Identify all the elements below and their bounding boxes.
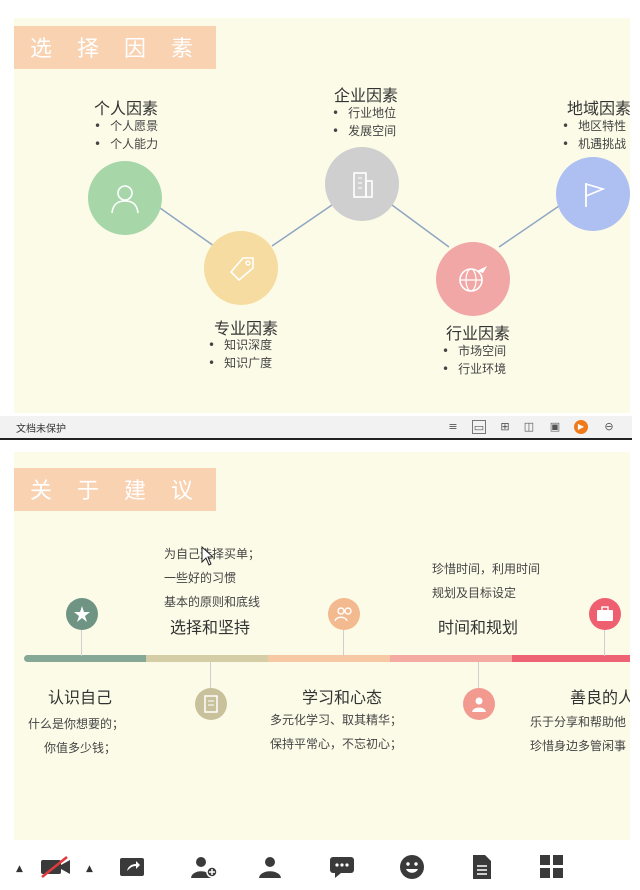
factor-bullets-industry: 市场空间 行业环境 [442, 342, 506, 378]
group-icon [328, 598, 360, 630]
text-line: 珍惜时间，利用时间 [432, 562, 541, 576]
text-line: 为自己选择买单； [164, 547, 261, 561]
text-line: 多元化学习、取其精华； [270, 713, 403, 727]
document-icon [195, 688, 227, 720]
sorter-view-icon[interactable]: ⊞ [500, 420, 510, 433]
chat-icon[interactable] [328, 854, 356, 880]
mouse-cursor-icon [201, 546, 215, 566]
step-text-time: 珍惜时间，利用时间 规划及目标设定 [432, 557, 540, 605]
step-text-learning: 多元化学习、取其精华； 保持平常心，不忘初心； [270, 708, 402, 756]
step-text-know-yourself: 什么是你想要的； 你值多少钱； [28, 712, 124, 760]
globe-plane-icon [436, 242, 510, 316]
zoom-out-icon[interactable]: ⊖ [604, 420, 614, 433]
star-icon [66, 598, 98, 630]
participants-icon[interactable] [256, 854, 284, 880]
step-title-know-yourself: 认识自己 [48, 688, 113, 707]
step-title-time: 时间和规划 [438, 618, 519, 637]
text-line: 什么是你想要的； [28, 717, 125, 731]
caret-up-icon[interactable]: ▲ [16, 864, 23, 874]
step-title-learning: 学习和心态 [302, 688, 383, 707]
slide-suggestions: 关 于 建 议 认识自己 什么是你想要的； 你值多少钱； 为自己选择买单； 一些… [14, 452, 630, 840]
flag-icon [556, 157, 630, 231]
factor-bullets-enterprise: 行业地位 发展空间 [332, 104, 396, 140]
slide-selection-factors: 选 择 因 素 个人因素 个人愿景 个人能力 专业因素 知识深度 知识广度 企业… [14, 18, 630, 413]
factor-bullets-region: 地区特性 机遇挑战 [562, 117, 626, 153]
bullet-item: 行业环境 [442, 360, 506, 378]
bullet-item: 知识广度 [208, 354, 272, 372]
factor-title-professional: 专业因素 [214, 319, 279, 338]
step-title-kindness: 善良的人 [570, 688, 630, 707]
normal-view-icon[interactable]: ▭ [472, 420, 486, 434]
presenter-user-icon [463, 688, 495, 720]
bullet-item: 地区特性 [562, 117, 626, 135]
factor-title-region: 地域因素 [567, 99, 630, 118]
factor-title-industry: 行业因素 [446, 324, 511, 343]
protection-status: 文档未保护 [16, 424, 66, 435]
bullet-item: 个人愿景 [94, 117, 158, 135]
bullet-item: 个人能力 [94, 135, 158, 153]
meeting-toolbar: ▲ ▲ [0, 844, 640, 890]
bullet-item: 知识深度 [208, 336, 272, 354]
text-line: 你值多少钱； [44, 741, 117, 755]
slide-title: 关 于 建 议 [14, 468, 216, 511]
video-off-icon[interactable] [38, 854, 74, 880]
apps-icon[interactable] [538, 854, 566, 880]
factor-bullets-personal: 个人愿景 个人能力 [94, 117, 158, 153]
text-line: 乐于分享和帮助他 [530, 715, 627, 729]
bullet-item: 市场空间 [442, 342, 506, 360]
text-line: 规划及目标设定 [432, 586, 517, 600]
step-title-choice: 选择和坚持 [170, 618, 251, 637]
timeline-segment [24, 655, 146, 662]
person-icon [88, 161, 162, 235]
invite-icon[interactable] [190, 854, 218, 880]
play-icon[interactable]: ▶ [574, 420, 588, 434]
factor-bullets-professional: 知识深度 知识广度 [208, 336, 272, 372]
factor-title-enterprise: 企业因素 [334, 86, 399, 105]
notes-doc-icon[interactable] [468, 854, 496, 880]
bullet-item: 机遇挑战 [562, 135, 626, 153]
timeline-segment [268, 655, 390, 662]
building-icon [325, 147, 399, 221]
connector [81, 628, 82, 656]
connector [210, 662, 211, 690]
text-line: 基本的原则和底线 [164, 595, 261, 609]
slide-title: 选 择 因 素 [14, 26, 216, 69]
timeline-segment [390, 655, 512, 662]
timeline-segment [146, 655, 268, 662]
caret-up-icon[interactable]: ▲ [86, 864, 93, 874]
step-text-choice: 为自己选择买单； 一些好的习惯 基本的原则和底线 [164, 542, 260, 614]
connector [604, 628, 605, 656]
text-line: 一些好的习惯 [164, 571, 237, 585]
share-screen-icon[interactable] [118, 854, 146, 880]
bullet-item: 发展空间 [332, 122, 396, 140]
timeline-segment [512, 655, 630, 662]
status-bar: 文档未保护 ≡ ▭ ⊞ ◫ ▣ ▶ ⊖ [0, 416, 632, 440]
bullet-item: 行业地位 [332, 104, 396, 122]
text-line: 珍惜身边多管闲事 [530, 739, 627, 753]
connector [343, 628, 344, 656]
presenter-icon[interactable]: ▣ [549, 420, 561, 433]
briefcase-icon [589, 598, 621, 630]
text-line: 保持平常心，不忘初心； [270, 737, 403, 751]
factor-title-personal: 个人因素 [94, 99, 159, 118]
connector-lines [159, 204, 560, 248]
reactions-icon[interactable] [398, 854, 426, 880]
reading-view-icon[interactable]: ◫ [523, 420, 535, 433]
step-text-kindness: 乐于分享和帮助他 珍惜身边多管闲事 [530, 710, 626, 758]
notes-icon[interactable]: ≡ [448, 420, 458, 433]
tag-icon [204, 231, 278, 305]
connector [478, 662, 479, 690]
